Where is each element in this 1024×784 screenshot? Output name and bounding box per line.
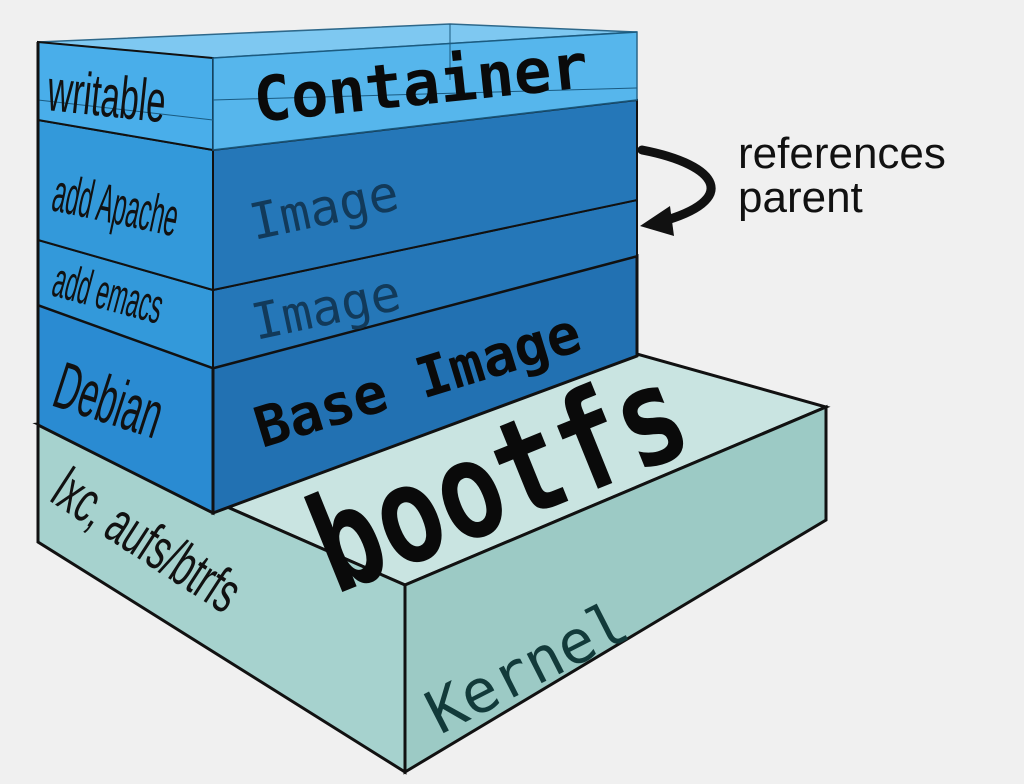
curved-arrow-icon: [637, 145, 716, 236]
annotation-references: references: [738, 129, 946, 178]
label-writable: writable: [44, 58, 169, 136]
container-inner-edge: [37, 99, 214, 121]
container-layer: [37, 23, 638, 152]
container-front-face: [212, 31, 638, 151]
base-image-layer: [36, 254, 639, 516]
annotation-parent: parent: [738, 173, 863, 222]
container-inner-edge: [212, 87, 638, 101]
apache-image-layer: [37, 98, 638, 292]
kernel-right-face: [403, 404, 828, 775]
